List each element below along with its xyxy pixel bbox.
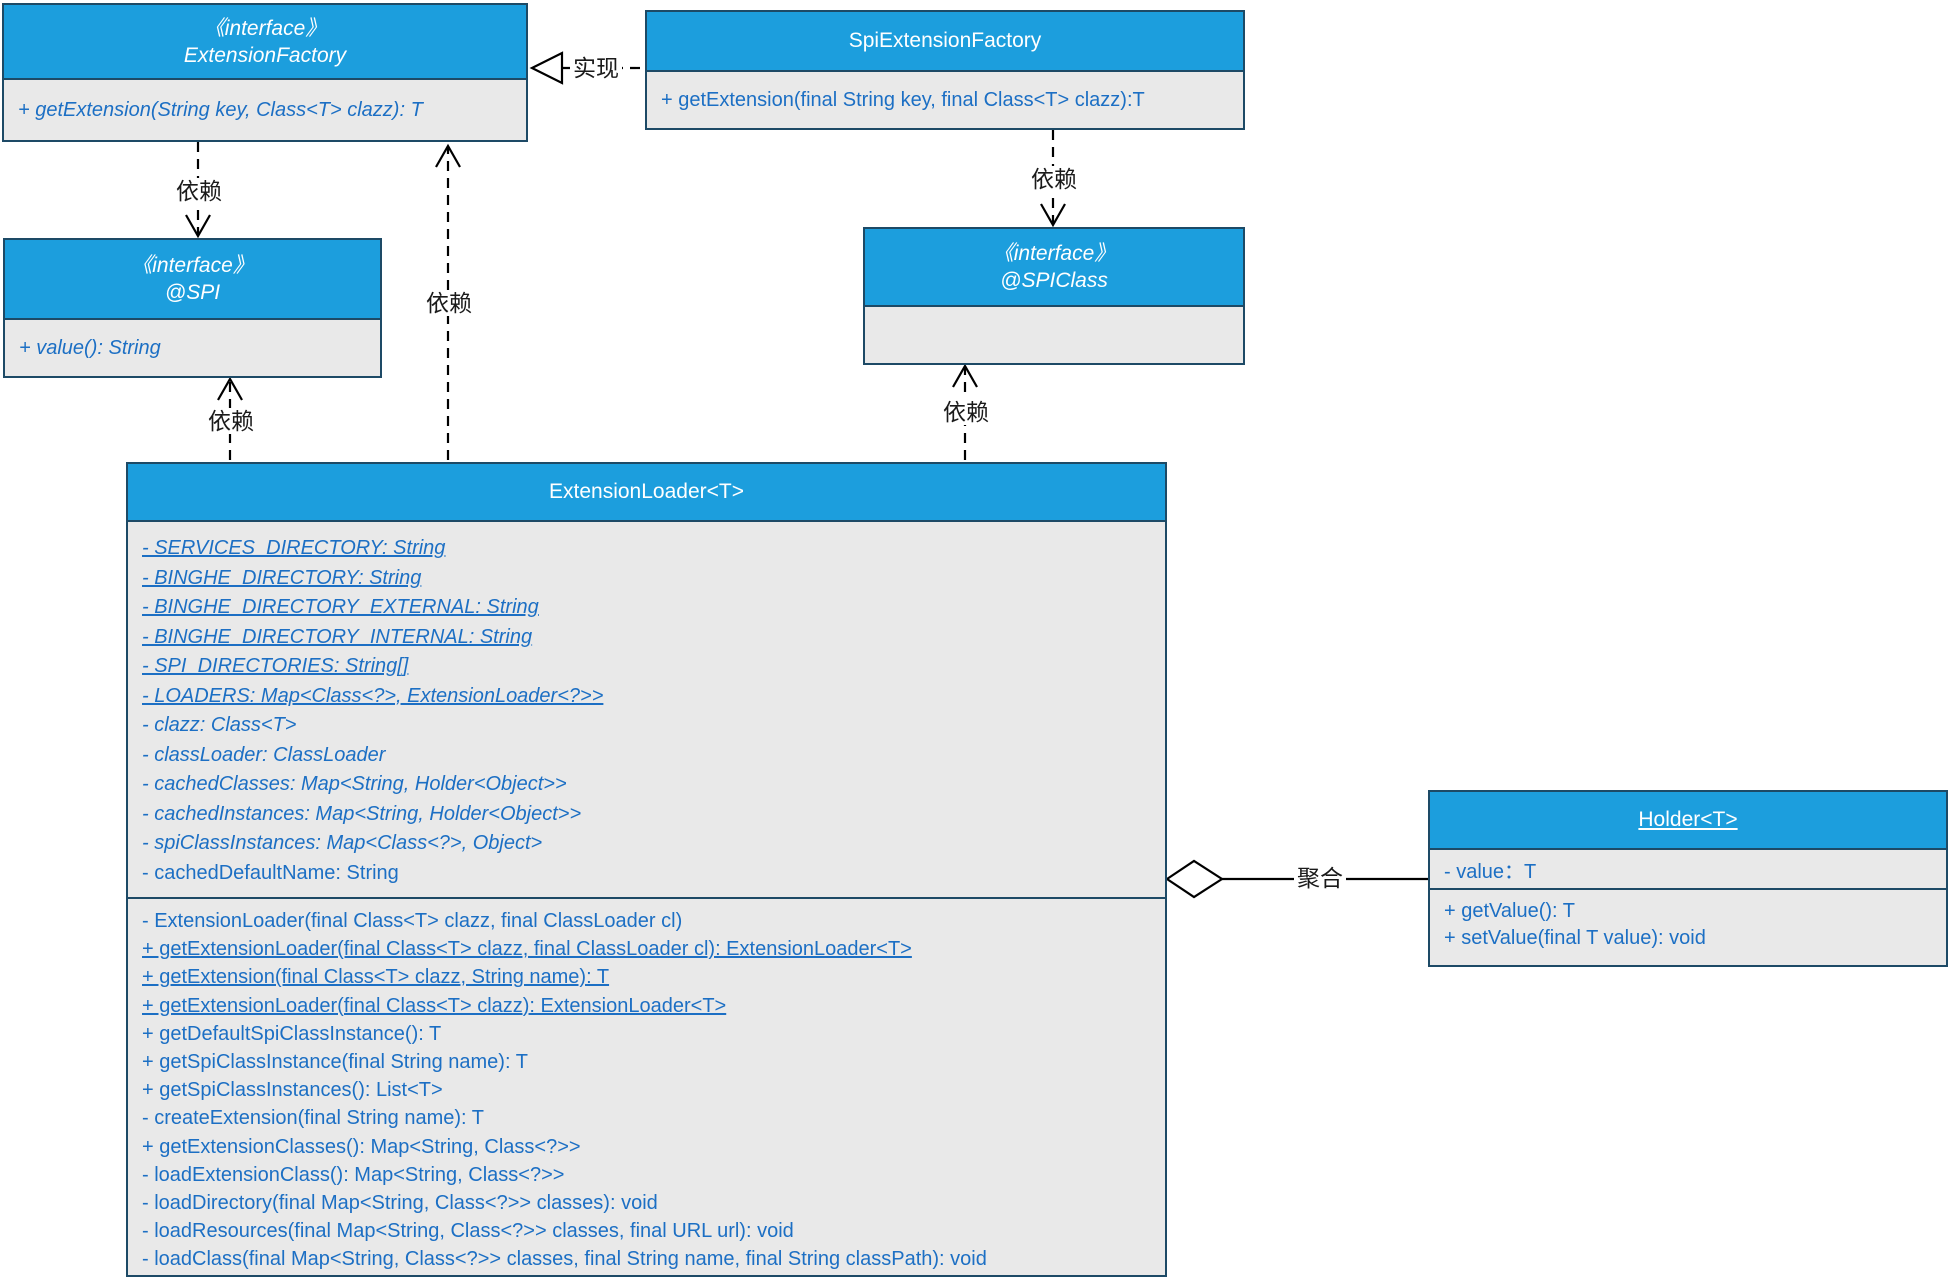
class-title: @SPI <box>164 281 221 304</box>
member-line: + getValue(): T <box>1444 900 1575 922</box>
member-line: - loadClass(final Map<String, Class<?>> … <box>142 1248 987 1271</box>
class-title: SpiExtensionFactory <box>848 29 1042 52</box>
member-line: - SERVICES_DIRECTORY: String <box>142 537 446 559</box>
member-line: + getDefaultSpiClassInstance(): T <box>142 1022 442 1045</box>
member-line: - ExtensionLoader(final Class<T> clazz, … <box>142 910 683 932</box>
stereotype-label: 《interface》 <box>203 16 327 40</box>
class-box-extension-factory: 《interface》 ExtensionFactory + getExtens… <box>2 3 528 142</box>
class-title: ExtensionLoader<T> <box>549 480 744 503</box>
realization-label: 实现 <box>570 55 622 81</box>
dependency-label-ef-to-spi: 依赖 <box>173 178 225 204</box>
member-line: + getExtension(final Class<T> clazz, Str… <box>142 966 610 989</box>
member-line: - createExtension(final String name): T <box>142 1107 485 1130</box>
member-line: - SPI_DIRECTORIES: String[] <box>142 655 409 677</box>
class-header-extension-factory: 《interface》 ExtensionFactory <box>4 5 526 78</box>
member-line: - cachedClasses: Map<String, Holder<Obje… <box>142 773 567 795</box>
class-title: ExtensionFactory <box>183 43 347 67</box>
class-header-holder: Holder<T> <box>1430 792 1946 848</box>
empty-body-section <box>865 305 1243 363</box>
fields-section-extension-loader: - SERVICES_DIRECTORY: String - BINGHE_DIR… <box>128 520 1165 897</box>
member-line: + getExtension(String key, Class<T> claz… <box>18 98 423 121</box>
member-line: + getExtensionLoader(final Class<T> claz… <box>142 938 912 961</box>
class-box-spi-class-annotation: 《interface》 @SPIClass <box>863 227 1245 365</box>
member-line: - loadDirectory(final Map<String, Class<… <box>142 1192 658 1215</box>
dependency-label-el-to-spi: 依赖 <box>205 408 257 434</box>
member-line: - BINGHE_DIRECTORY_EXTERNAL: String <box>142 596 539 618</box>
member-line: + getExtensionLoader(final Class<T> claz… <box>142 994 727 1017</box>
member-line: - value：T <box>1444 860 1537 883</box>
fields-section-holder: - value：T <box>1430 848 1946 888</box>
member-line: - classLoader: ClassLoader <box>142 743 386 766</box>
class-title: @SPIClass <box>1000 269 1108 292</box>
member-line: + value(): String <box>19 336 161 359</box>
class-title: Holder<T> <box>1638 808 1738 831</box>
class-box-extension-loader: ExtensionLoader<T> - SERVICES_DIRECTORY:… <box>126 462 1167 1277</box>
member-line: + getExtension(final String key, final C… <box>661 88 1145 111</box>
class-header-extension-loader: ExtensionLoader<T> <box>128 464 1165 520</box>
member-line: - spiClassInstances: Map<Class<?>, Objec… <box>142 832 543 854</box>
member-line: + getSpiClassInstances(): List<T> <box>142 1079 443 1102</box>
methods-section-spi-extension-factory: + getExtension(final String key, final C… <box>647 70 1243 128</box>
member-line: - LOADERS: Map<Class<?>, ExtensionLoader… <box>142 684 604 707</box>
dependency-label-el-to-spiclass: 依赖 <box>940 399 992 425</box>
member-line: - BINGHE_DIRECTORY_INTERNAL: String <box>142 625 533 648</box>
class-box-spi-annotation: 《interface》 @SPI + value(): String <box>3 238 382 378</box>
methods-section-holder: + getValue(): T + setValue(final T value)… <box>1430 888 1946 961</box>
methods-section-extension-loader: - ExtensionLoader(final Class<T> clazz, … <box>128 897 1165 1275</box>
class-box-spi-extension-factory: SpiExtensionFactory + getExtension(final… <box>645 10 1245 130</box>
member-line: - cachedDefaultName: String <box>142 861 399 884</box>
dependency-label-el-to-ef: 依赖 <box>423 290 475 316</box>
stereotype-label: 《interface》 <box>131 254 254 277</box>
member-line: + setValue(final T value): void <box>1444 927 1706 949</box>
class-header-spi-extension-factory: SpiExtensionFactory <box>647 12 1243 70</box>
class-header-spi-annotation: 《interface》 @SPI <box>5 240 380 318</box>
member-line: - clazz: Class<T> <box>142 714 297 736</box>
methods-section-extension-factory: + getExtension(String key, Class<T> claz… <box>4 78 526 140</box>
dependency-label-sef-to-spiclass: 依赖 <box>1028 166 1080 192</box>
class-header-spi-class-annotation: 《interface》 @SPIClass <box>865 229 1243 305</box>
stereotype-label: 《interface》 <box>992 242 1116 265</box>
methods-section-spi-annotation: + value(): String <box>5 318 380 376</box>
member-line: - BINGHE_DIRECTORY: String <box>142 566 422 589</box>
aggregation-label: 聚合 <box>1294 865 1346 891</box>
member-line: - loadResources(final Map<String, Class<… <box>142 1220 794 1243</box>
member-line: - loadExtensionClass(): Map<String, Clas… <box>142 1163 565 1186</box>
member-line: - cachedInstances: Map<String, Holder<Ob… <box>142 802 582 825</box>
member-line: + getSpiClassInstance(final String name)… <box>142 1051 528 1074</box>
member-line: + getExtensionClasses(): Map<String, Cla… <box>142 1135 581 1158</box>
class-box-holder: Holder<T> - value：T + getValue(): T + set… <box>1428 790 1948 967</box>
